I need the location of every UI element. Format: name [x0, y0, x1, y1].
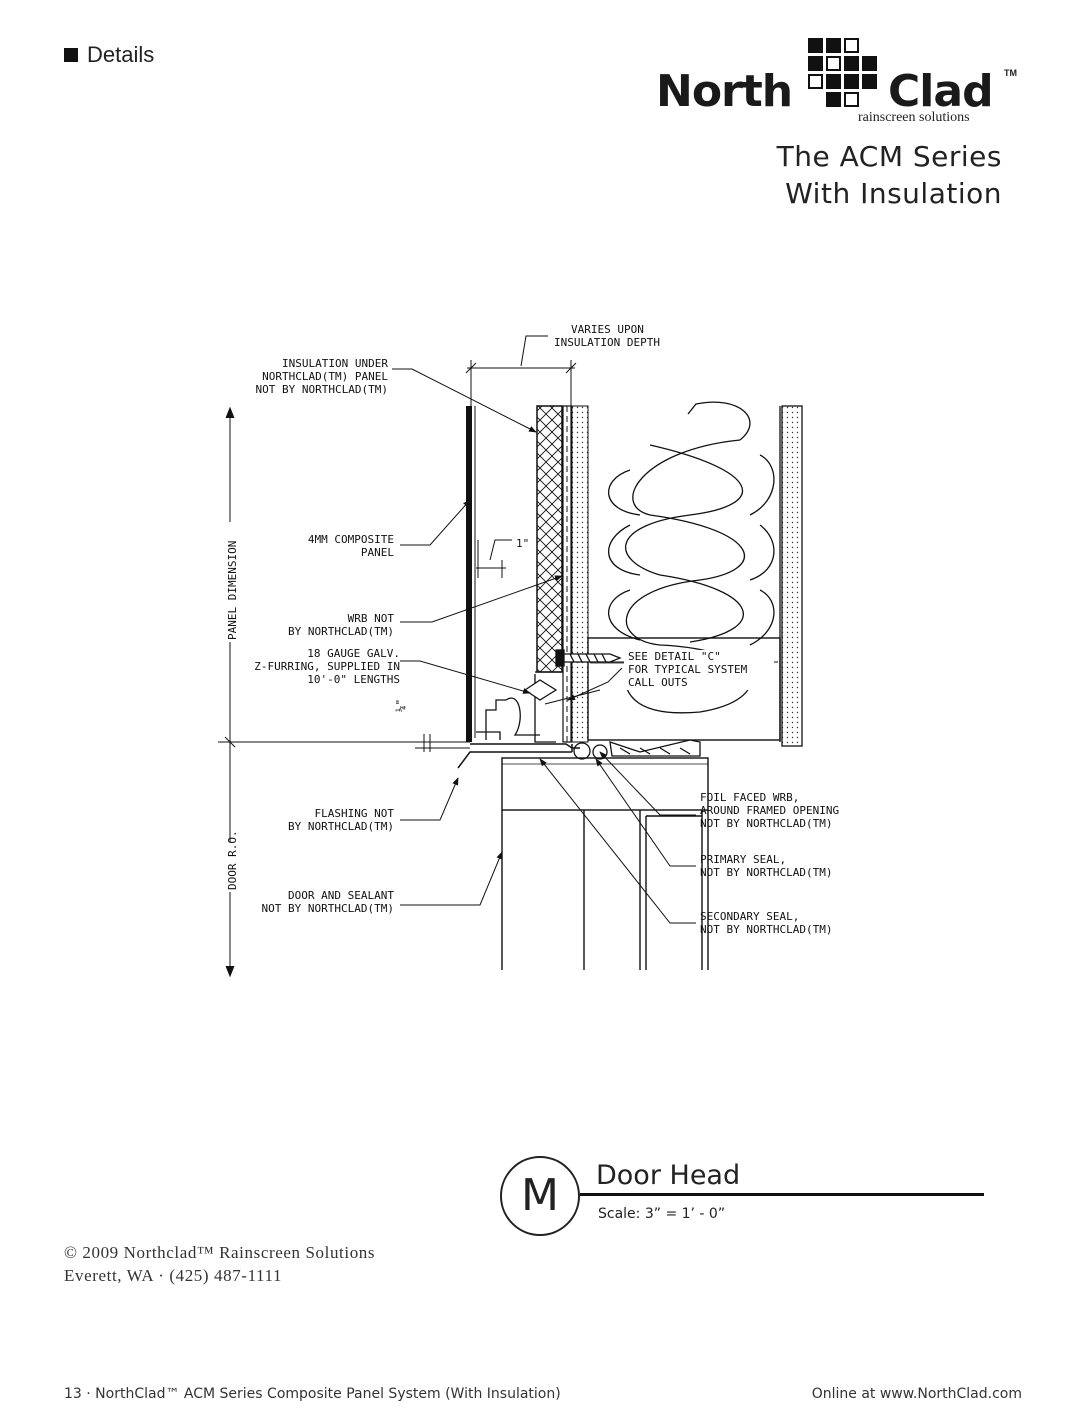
northclad-logo: North Clad TM rainscreen solutions: [656, 38, 1026, 130]
label-quarter-inch: ¼": [394, 699, 407, 712]
label-secondary-1: SECONDARY SEAL,: [700, 910, 799, 923]
label-flashing-2: BY NORTHCLAD(TM): [288, 820, 394, 833]
copyright-block: © 2009 Northclad™ Rainscreen Solutions E…: [64, 1241, 375, 1287]
panel-dimension-line: [218, 406, 470, 978]
door-head-detail-drawing: VARIES UPON INSULATION DEPTH PANEL DIMEN…: [218, 323, 839, 978]
quarter-inch-dimension: [415, 734, 470, 752]
label-foil-1: FOIL FACED WRB,: [700, 791, 799, 804]
series-title-line1: The ACM Series: [776, 140, 1002, 173]
copyright-line2: Everett, WA · (425) 487-1111: [64, 1266, 283, 1285]
seals: [573, 739, 701, 760]
label-insulation-3: NOT BY NORTHCLAD(TM): [256, 383, 388, 396]
callout-leaders: [392, 368, 696, 924]
label-panel-dimension: PANEL DIMENSION: [226, 541, 239, 640]
detail-scale: Scale: 3” = 1’ - 0”: [598, 1206, 726, 1222]
label-composite-2: PANEL: [361, 546, 394, 559]
label-gauge-3: 10'-0" LENGTHS: [307, 673, 400, 686]
logo-word-clad: Clad: [888, 66, 994, 117]
rigid-insulation: [536, 405, 563, 673]
label-one-inch: 1": [516, 537, 529, 550]
series-title-line2: With Insulation: [785, 177, 1002, 210]
label-varies-2: INSULATION DEPTH: [554, 336, 660, 349]
label-flashing-1: FLASHING NOT: [315, 807, 395, 820]
label-primary-1: PRIMARY SEAL,: [700, 853, 786, 866]
label-wrb-2: BY NORTHCLAD(TM): [288, 625, 394, 638]
label-door-ro: DOOR R.O.: [226, 830, 239, 890]
label-see-detail-3: CALL OUTS: [628, 676, 688, 689]
footer-page-info: 13 · NorthClad™ ACM Series Composite Pan…: [64, 1386, 561, 1402]
label-primary-2: NOT BY NORTHCLAD(TM): [700, 866, 832, 879]
series-title: The ACM Series With Insulation: [777, 138, 1002, 212]
logo-trademark: TM: [1004, 68, 1017, 78]
label-insulation-1: INSULATION UNDER: [282, 357, 388, 370]
label-foil-3: NOT BY NORTHCLAD(TM): [700, 817, 832, 830]
copyright-line1: © 2009 Northclad™ Rainscreen Solutions: [64, 1243, 376, 1262]
label-foil-2: AROUND FRAMED OPENING: [700, 804, 839, 817]
section-tag: Details: [64, 42, 154, 68]
label-gauge-1: 18 GAUGE GALV.: [307, 647, 400, 660]
z-furring-and-screw: [476, 649, 622, 743]
detail-marker: M: [500, 1156, 580, 1236]
footer-website: Online at www.NorthClad.com: [811, 1386, 1022, 1402]
label-door-sealant-2: NOT BY NORTHCLAD(TM): [262, 902, 394, 915]
section-label: Details: [87, 42, 155, 67]
detail-title-rule: [580, 1193, 984, 1196]
one-inch-dimension: [476, 539, 512, 578]
head-flashing: [457, 743, 580, 769]
label-secondary-2: NOT BY NORTHCLAD(TM): [700, 923, 832, 936]
label-see-detail-2: FOR TYPICAL SYSTEM: [628, 663, 748, 676]
door-frame: [501, 757, 709, 970]
label-see-detail-1: SEE DETAIL "C": [628, 650, 721, 663]
sheathing: [562, 405, 589, 743]
square-bullet-icon: [64, 48, 78, 62]
batt-insulation: [607, 401, 803, 747]
label-door-sealant-1: DOOR AND SEALANT: [288, 889, 394, 902]
label-wrb-1: WRB NOT: [348, 612, 395, 625]
detail-title: Door Head: [596, 1160, 741, 1191]
label-composite-1: 4MM COMPOSITE: [308, 533, 394, 546]
logo-word-north: North: [656, 66, 793, 117]
see-detail-box: SEE DETAIL "C" FOR TYPICAL SYSTEM CALL O…: [624, 650, 774, 690]
label-varies-1: VARIES UPON: [571, 323, 644, 336]
label-insulation-2: NORTHCLAD(TM) PANEL: [262, 370, 388, 383]
label-gauge-2: Z-FURRING, SUPPLIED IN: [254, 660, 400, 673]
logo-tagline: rainscreen solutions: [858, 110, 970, 125]
logo-grid-icon: [808, 38, 880, 110]
composite-panel: [466, 406, 472, 742]
insulation-depth-dimension: [465, 335, 577, 412]
